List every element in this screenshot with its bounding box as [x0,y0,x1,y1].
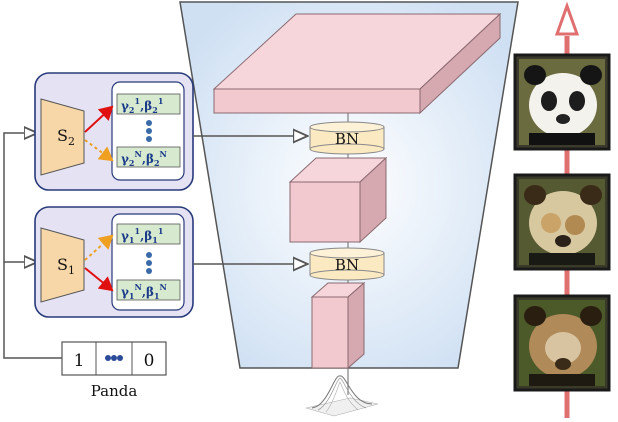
selector-s1-orange-arrow [84,234,114,261]
param-gamma1-N-text: γ1N,β1N [121,282,167,301]
panda-photo-icon [513,294,611,392]
dots-icon [105,355,123,361]
selector-s2-label: S2 [57,126,75,148]
middle-feature-block [288,156,388,244]
selector-s1-red-arrow [84,267,114,292]
param-gamma2-N-text: γ2N,β2N [121,149,167,168]
param-box-gamma1-N [116,279,181,301]
bn-bottom-label: BN [335,256,359,274]
param-box-gamma2-N [116,146,181,168]
onehot-vector [61,341,167,376]
onehot-caption: Panda [91,382,138,400]
dots-icon [146,252,152,274]
param-gamma1-1-text: γ11,β11 [121,226,163,245]
selector-s1-trapezoid [40,227,85,303]
selector-s2-red-arrow [84,105,114,133]
top-feature-block [212,12,502,115]
bottom-feature-block [310,281,366,370]
bn-top-cylinder [309,121,385,155]
selector-s2-panel [34,72,194,191]
panda-photo-icon [513,53,611,151]
selector-s1-label: S1 [57,255,75,277]
bn-bottom-cylinder [309,247,385,281]
param-box-gamma1-1 [116,223,181,245]
param-gamma2-1-text: γ21,β21 [121,96,163,115]
selector-s2-trapezoid [40,98,85,176]
onehot-last-value: 0 [144,351,155,371]
selector-s1-panel [34,206,194,318]
gaussian-noise-icon [305,375,379,417]
conditioning-lines [3,133,62,359]
param-box-gamma2-1 [116,93,181,115]
panda-photo-icon [513,173,611,271]
bn-top-label: BN [335,130,359,148]
dots-icon [146,120,152,142]
onehot-first-value: 1 [74,351,85,371]
